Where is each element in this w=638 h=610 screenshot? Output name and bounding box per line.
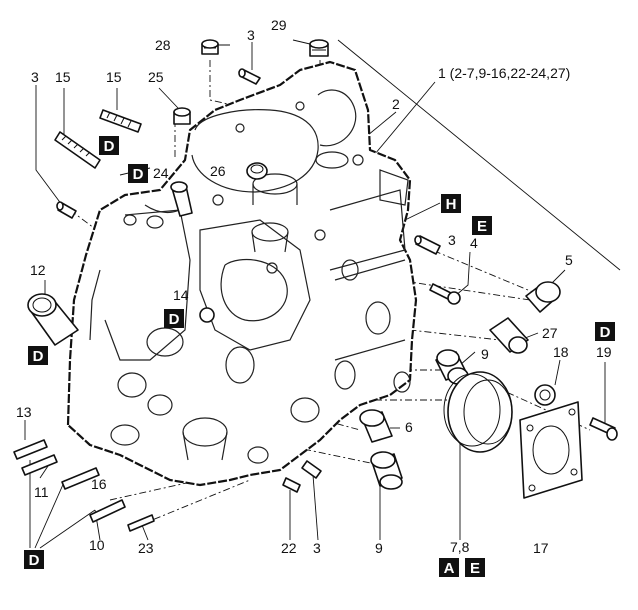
callout-labels: 1 (2-7,9-16,22-24,27) 2 3 3 3 3 4 5 6 7,… [16,17,612,556]
part-4-screw [429,283,461,305]
svg-text:D: D [169,311,180,328]
callout-14: 14 [173,287,189,303]
svg-text:A: A [444,560,455,577]
svg-text:E: E [470,560,480,577]
svg-text:D: D [133,166,144,183]
part-24-fitting [170,181,193,217]
callout-5: 5 [565,252,573,268]
part-17-cover-plate [519,401,583,499]
part-9-bushing-lower [370,451,403,490]
letter-badges: D D D D D D H E [24,136,615,577]
callout-15-left: 15 [55,69,71,85]
callout-3-left: 3 [31,69,39,85]
callout-19: 19 [596,344,612,360]
callout-28: 28 [155,37,171,53]
badge-h: H [441,194,461,213]
callout-25: 25 [148,69,164,85]
badge-d-24: D [128,164,148,183]
callout-16: 16 [91,476,107,492]
callout-11: 11 [34,484,49,500]
part-14-plug [199,307,215,323]
part-26-plug [246,162,268,180]
svg-text:D: D [29,552,40,569]
part-29-plug [309,39,329,57]
callout-7-8: 7,8 [450,539,470,555]
part-3-dowel-top [238,68,261,85]
svg-text:D: D [104,138,115,155]
callout-17: 17 [533,540,549,556]
badge-d-12: D [28,346,48,365]
part-3-dowel-right [414,235,441,255]
callout-29: 29 [271,17,287,33]
badge-e-top: E [472,216,492,235]
part-19-screw [589,417,618,441]
callout-10: 10 [89,537,105,553]
badge-d-bottom: D [24,550,44,569]
part-28-plug [201,39,219,55]
callout-15-right: 15 [106,69,122,85]
svg-text:D: D [600,324,611,341]
badge-e-bottom: E [465,558,485,577]
part-15-stud-right [99,109,142,133]
part-13-stud [13,439,48,460]
callout-26: 26 [210,163,226,179]
callout-4: 4 [470,235,478,251]
callout-3-bottom: 3 [313,540,321,556]
part-16-stud [61,467,100,490]
part-23-stud [127,514,155,532]
part-5-bushing [525,281,561,313]
part-18-washer [534,384,556,406]
callout-12: 12 [30,262,46,278]
callout-9-upper: 9 [481,346,489,362]
part-25-plug [173,107,191,125]
callout-23: 23 [138,540,154,556]
callout-13: 13 [16,404,32,420]
badge-d-19: D [595,322,615,341]
svg-text:E: E [477,218,487,235]
callout-22: 22 [281,540,297,556]
part-11-stud [21,454,58,476]
callout-2: 2 [392,96,400,112]
callout-6: 6 [405,419,413,435]
part-15-stud-left [54,131,101,169]
part-10-stud [89,499,126,523]
svg-text:D: D [33,348,44,365]
callout-24: 24 [153,165,169,181]
svg-text:H: H [446,196,457,213]
part-3-dowel-left [56,201,77,219]
callout-3-right: 3 [448,232,456,248]
part-22-dowel [282,477,301,493]
badge-d-top: D [99,136,119,155]
part-7-8-seal-ring [443,371,513,453]
callout-9-lower: 9 [375,540,383,556]
part-27-sleeve [489,317,529,354]
badge-d-mid: D [164,309,184,328]
callout-18: 18 [553,344,569,360]
part-6-bushing [359,409,393,443]
badge-a-bottom: A [439,558,459,577]
callout-1: 1 (2-7,9-16,22-24,27) [438,65,570,81]
callout-27: 27 [542,325,558,341]
part-12-sleeve [27,293,79,346]
callout-3-top: 3 [247,27,255,43]
part-3-dowel-bottom [301,460,322,479]
